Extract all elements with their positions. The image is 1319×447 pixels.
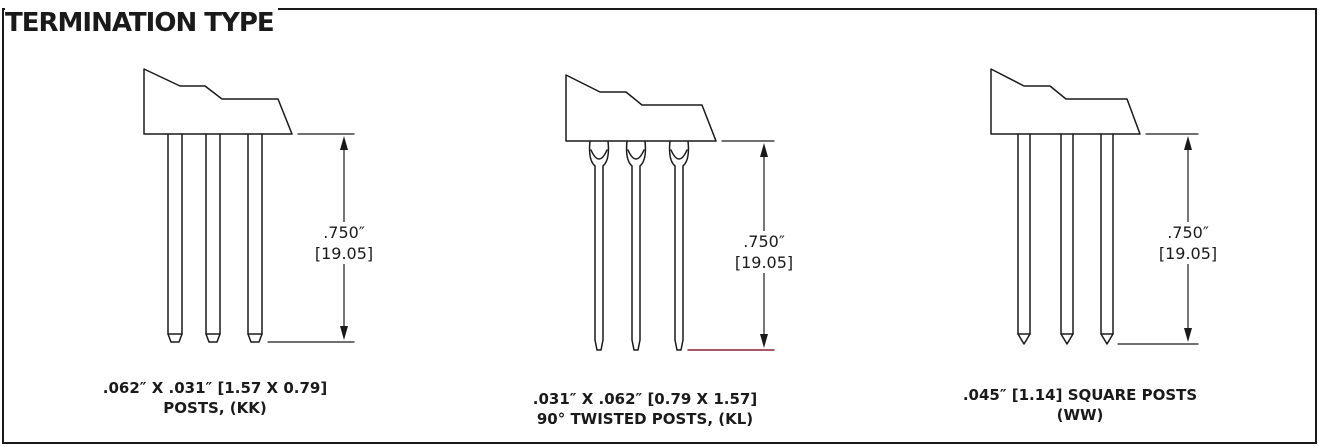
kk-dimension-line: [267, 133, 355, 343]
kl-post-2: [625, 140, 647, 351]
kk-caption-line2: POSTS, (KK): [163, 399, 267, 417]
kk-connector-drawing: [143, 68, 355, 343]
ww-arrow-top: [1184, 136, 1192, 150]
kl-caption-line2: 90° TWISTED POSTS, (KL): [536, 410, 754, 428]
diagram-frame: [2, 8, 1317, 444]
ww-dimension-mm: [19.05]: [1158, 244, 1218, 263]
kk-dimension-label: .750″ [19.05]: [299, 222, 389, 264]
ww-connector-drawing: [990, 68, 1199, 345]
kk-arrow-top: [340, 136, 348, 150]
kk-dimension-inch: .750″: [323, 223, 365, 242]
kl-dimension-mm: [19.05]: [734, 253, 794, 272]
kl-arrow-bottom: [760, 334, 768, 348]
kk-post-3: [247, 133, 263, 343]
kk-post-1: [167, 133, 183, 343]
kl-post-1: [588, 140, 610, 351]
kl-arrow-top: [760, 143, 768, 157]
kl-connector-drawing: [565, 74, 775, 351]
ww-post-3: [1100, 133, 1114, 345]
ww-caption-line2: (WW): [1056, 406, 1104, 424]
ww-arrow-bottom: [1184, 328, 1192, 342]
ww-dimension-label: .750″ [19.05]: [1143, 222, 1233, 264]
kk-caption-line1: .062″ X .031″ [1.57 X 0.79]: [102, 379, 328, 397]
kk-caption: .062″ X .031″ [1.57 X 0.79] POSTS, (KK): [60, 378, 370, 418]
kk-dimension-mm: [19.05]: [314, 244, 374, 263]
ww-caption: .045″ [1.14] SQUARE POSTS (WW): [920, 385, 1240, 425]
ww-caption-line1: .045″ [1.14] SQUARE POSTS: [962, 386, 1198, 404]
kl-caption-line1: .031″ X .062″ [0.79 X 1.57]: [532, 390, 758, 408]
kk-post-2: [205, 133, 221, 343]
ww-post-2: [1060, 133, 1074, 345]
ww-dimension-inch: .750″: [1167, 223, 1209, 242]
kl-caption: .031″ X .062″ [0.79 X 1.57] 90° TWISTED …: [490, 389, 800, 429]
ww-connector-body: [990, 68, 1141, 135]
kl-connector-body: [565, 74, 717, 142]
ww-post-1: [1017, 133, 1031, 345]
kl-dimension-inch: .750″: [743, 232, 785, 251]
kl-dimension-label: .750″ [19.05]: [719, 231, 809, 273]
kk-arrow-bottom: [340, 326, 348, 340]
section-title: TERMINATION TYPE: [5, 6, 278, 40]
kk-connector-body: [143, 68, 293, 135]
kl-post-3: [668, 140, 690, 351]
